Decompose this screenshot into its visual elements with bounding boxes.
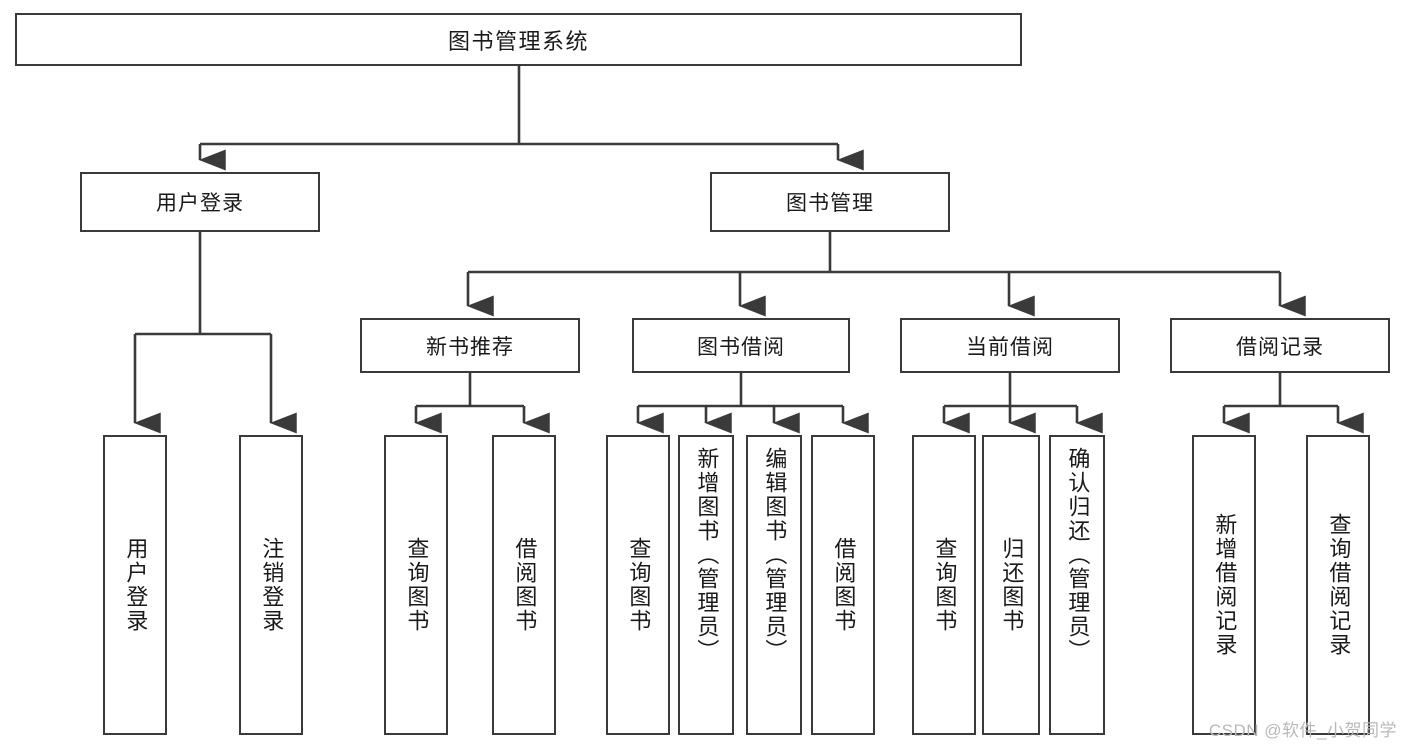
leaf-query-borrow-record[interactable]: 查询借阅记录 bbox=[1306, 435, 1370, 735]
node-label: 借阅图书 bbox=[831, 537, 857, 633]
leaf-add-borrow-record[interactable]: 新增借阅记录 bbox=[1192, 435, 1256, 735]
node-label: 新增图书（管理员） bbox=[694, 447, 720, 663]
node-label: 图书管理系统 bbox=[447, 28, 589, 54]
node-label: 新书推荐 bbox=[426, 335, 514, 359]
leaf-logout[interactable]: 注销登录 bbox=[239, 435, 303, 735]
node-root-book-management-system[interactable]: 图书管理系统 bbox=[15, 13, 1022, 66]
leaf-return-book[interactable]: 归还图书 bbox=[982, 435, 1040, 735]
node-label: 查询图书 bbox=[404, 537, 430, 633]
node-label: 借阅记录 bbox=[1236, 335, 1324, 359]
leaf-query-book-current[interactable]: 查询图书 bbox=[912, 435, 976, 735]
leaf-user-login[interactable]: 用户登录 bbox=[103, 435, 167, 735]
node-label: 用户登录 bbox=[156, 192, 244, 215]
node-book-borrow[interactable]: 图书借阅 bbox=[632, 318, 850, 373]
leaf-query-book-borrow[interactable]: 查询图书 bbox=[606, 435, 670, 735]
leaf-borrow-book[interactable]: 借阅图书 bbox=[811, 435, 875, 735]
node-user-login[interactable]: 用户登录 bbox=[80, 172, 320, 232]
node-label: 确认归还（管理员） bbox=[1065, 447, 1091, 663]
leaf-add-book-admin[interactable]: 新增图书（管理员） bbox=[678, 435, 734, 735]
node-current-borrow[interactable]: 当前借阅 bbox=[900, 318, 1120, 373]
node-label: 查询借阅记录 bbox=[1326, 513, 1352, 657]
node-new-book-recommend[interactable]: 新书推荐 bbox=[360, 318, 580, 373]
node-label: 图书借阅 bbox=[697, 335, 785, 359]
node-label: 新增借阅记录 bbox=[1212, 513, 1238, 657]
node-borrow-records[interactable]: 借阅记录 bbox=[1170, 318, 1390, 373]
node-label: 归还图书 bbox=[999, 537, 1025, 633]
node-label: 注销登录 bbox=[259, 537, 285, 633]
node-label: 查询图书 bbox=[626, 537, 652, 633]
node-label: 借阅图书 bbox=[512, 537, 538, 633]
node-label: 当前借阅 bbox=[966, 335, 1054, 359]
leaf-confirm-return-admin[interactable]: 确认归还（管理员） bbox=[1049, 435, 1105, 735]
node-label: 编辑图书（管理员） bbox=[762, 447, 788, 663]
leaf-edit-book-admin[interactable]: 编辑图书（管理员） bbox=[746, 435, 802, 735]
node-label: 查询图书 bbox=[932, 537, 958, 633]
leaf-query-book-recommend[interactable]: 查询图书 bbox=[384, 435, 448, 735]
leaf-borrow-book-recommend[interactable]: 借阅图书 bbox=[492, 435, 556, 735]
node-book-management[interactable]: 图书管理 bbox=[710, 172, 950, 232]
node-label: 图书管理 bbox=[786, 192, 874, 215]
watermark-csdn: CSDN @软件_小贺同学 bbox=[1208, 721, 1397, 740]
node-label: 用户登录 bbox=[123, 537, 149, 633]
